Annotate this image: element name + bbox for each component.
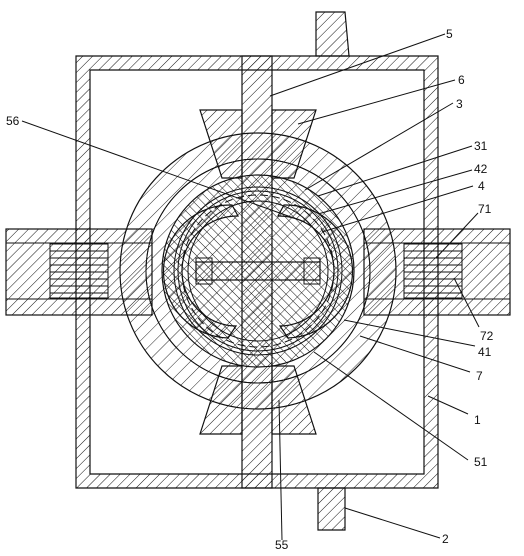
leader-lines [21,33,480,541]
upper-funnel [199,109,317,179]
label-5: 5 [446,27,453,41]
label-42: 42 [474,162,488,176]
label-7: 7 [476,369,483,383]
label-56: 56 [6,114,20,128]
label-71: 71 [478,202,492,216]
label-55: 55 [275,538,289,552]
top-mount-plate [315,11,350,57]
label-1: 1 [474,413,481,427]
left-spring-pack [49,243,109,299]
label-3: 3 [456,97,463,111]
label-41: 41 [478,345,492,359]
label-31: 31 [474,139,488,153]
bottom-mount-plate [317,487,346,531]
lower-funnel [199,365,317,435]
right-spring-pack [403,243,463,299]
label-4: 4 [478,179,485,193]
cross-arm [195,257,321,285]
label-2: 2 [442,532,449,546]
left-pipe [5,228,153,316]
part-labels: 5 6 3 56 31 42 4 71 72 41 7 1 51 2 55 [6,27,494,552]
label-72: 72 [480,329,494,343]
inner-blades [162,204,354,339]
label-51: 51 [474,455,488,469]
label-6: 6 [458,73,465,87]
